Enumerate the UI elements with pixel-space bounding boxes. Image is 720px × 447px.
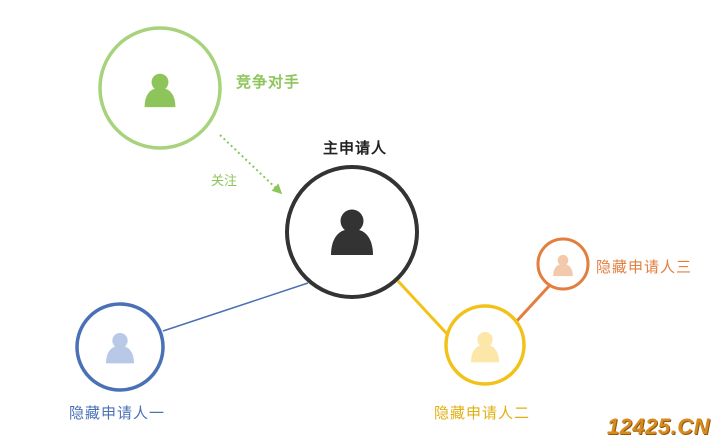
edge-main-hidden-1 xyxy=(162,282,309,332)
follow-label: 关注 xyxy=(211,174,238,189)
follow-arrow xyxy=(219,134,283,195)
competitor-label: 竞争对手 xyxy=(236,73,301,91)
edge-hidden-2-hidden-3 xyxy=(513,283,552,325)
edge-main-hidden-2 xyxy=(396,279,450,337)
hidden-applicant-3-label: 隐藏申请人三 xyxy=(596,258,693,276)
site-watermark: 12425.CN xyxy=(606,414,710,439)
hidden-applicant-1-label: 隐藏申请人一 xyxy=(69,404,166,422)
main-applicant-label: 主申请人 xyxy=(323,139,388,157)
hidden-applicant-2-label: 隐藏申请人二 xyxy=(434,404,531,422)
